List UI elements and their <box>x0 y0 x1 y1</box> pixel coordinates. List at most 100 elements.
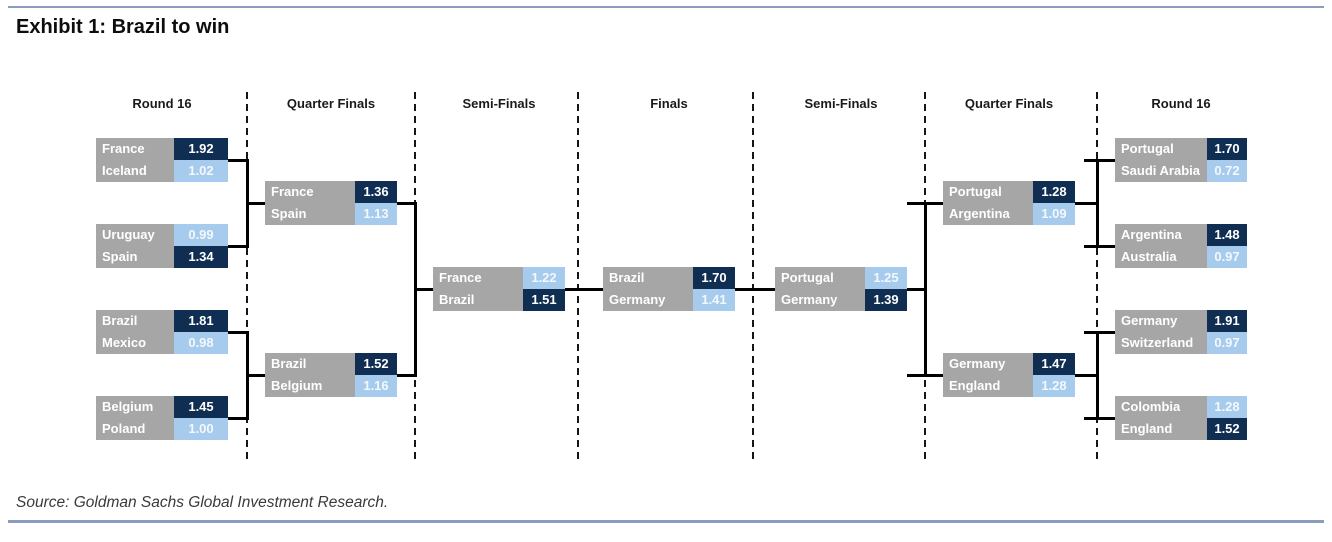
team-name: Colombia <box>1115 396 1207 418</box>
team-name: Switzerland <box>1115 332 1207 354</box>
team-odds: 1.92 <box>174 138 228 160</box>
connector-h <box>228 159 248 162</box>
connector-h <box>246 374 265 377</box>
divider-dashed <box>752 92 754 462</box>
connector-h <box>397 374 416 377</box>
team-odds: 0.98 <box>174 332 228 354</box>
team-odds: 1.09 <box>1033 203 1075 225</box>
team-name: Brazil <box>433 289 523 311</box>
team-odds: 1.22 <box>523 267 565 289</box>
column-header-semifinals-left: Semi-Finals <box>462 96 536 111</box>
team-odds: 0.97 <box>1207 246 1247 268</box>
team-odds: 1.52 <box>355 353 397 375</box>
team-odds: 1.41 <box>693 289 735 311</box>
team-odds: 1.70 <box>1207 138 1247 160</box>
team-odds: 1.28 <box>1207 396 1247 418</box>
connector-h <box>246 202 265 205</box>
team-odds: 0.72 <box>1207 160 1247 182</box>
connector-h <box>228 331 248 334</box>
connector-h <box>397 202 416 205</box>
connector-h <box>414 288 433 291</box>
team-name: Argentina <box>1115 224 1207 246</box>
team-name: Spain <box>96 246 174 268</box>
team-odds: 1.51 <box>523 289 565 311</box>
team-odds: 1.25 <box>865 267 907 289</box>
connector-h <box>1084 331 1115 334</box>
team-name: Portugal <box>775 267 865 289</box>
column-header-round16-left: Round 16 <box>132 96 192 111</box>
column-header-quarterfinals-right: Quarter Finals <box>964 96 1054 111</box>
team-name: England <box>943 375 1033 397</box>
team-odds: 1.28 <box>1033 375 1075 397</box>
connector-h <box>1075 374 1096 377</box>
team-odds: 1.81 <box>174 310 228 332</box>
team-odds: 1.34 <box>174 246 228 268</box>
team-name: Uruguay <box>96 224 174 246</box>
connector-h <box>565 288 603 291</box>
team-name: Spain <box>265 203 355 225</box>
team-odds: 0.99 <box>174 224 228 246</box>
divider-dashed <box>577 92 579 462</box>
team-odds: 0.97 <box>1207 332 1247 354</box>
team-name: Belgium <box>265 375 355 397</box>
connector-h <box>228 417 248 420</box>
team-odds: 1.13 <box>355 203 397 225</box>
team-name: Germany <box>1115 310 1207 332</box>
team-odds: 1.00 <box>174 418 228 440</box>
team-odds: 1.52 <box>1207 418 1247 440</box>
connector-h <box>907 288 926 291</box>
team-odds: 1.02 <box>174 160 228 182</box>
connector-v <box>1096 159 1099 248</box>
team-name: Argentina <box>943 203 1033 225</box>
team-odds: 1.16 <box>355 375 397 397</box>
team-name: Poland <box>96 418 174 440</box>
team-name: England <box>1115 418 1207 440</box>
top-rule <box>8 6 1324 8</box>
team-name: Germany <box>943 353 1033 375</box>
column-header-semifinals-right: Semi-Finals <box>804 96 878 111</box>
team-odds: 1.91 <box>1207 310 1247 332</box>
team-odds: 1.47 <box>1033 353 1075 375</box>
connector-h <box>1084 159 1115 162</box>
connector-h <box>735 288 775 291</box>
column-header-quarterfinals-left: Quarter Finals <box>286 96 376 111</box>
column-header-finals: Finals <box>650 96 688 111</box>
team-name: Belgium <box>96 396 174 418</box>
source-note: Source: Goldman Sachs Global Investment … <box>16 494 389 511</box>
divider-dashed <box>246 92 248 462</box>
team-name: Brazil <box>96 310 174 332</box>
connector-h <box>1084 245 1115 248</box>
